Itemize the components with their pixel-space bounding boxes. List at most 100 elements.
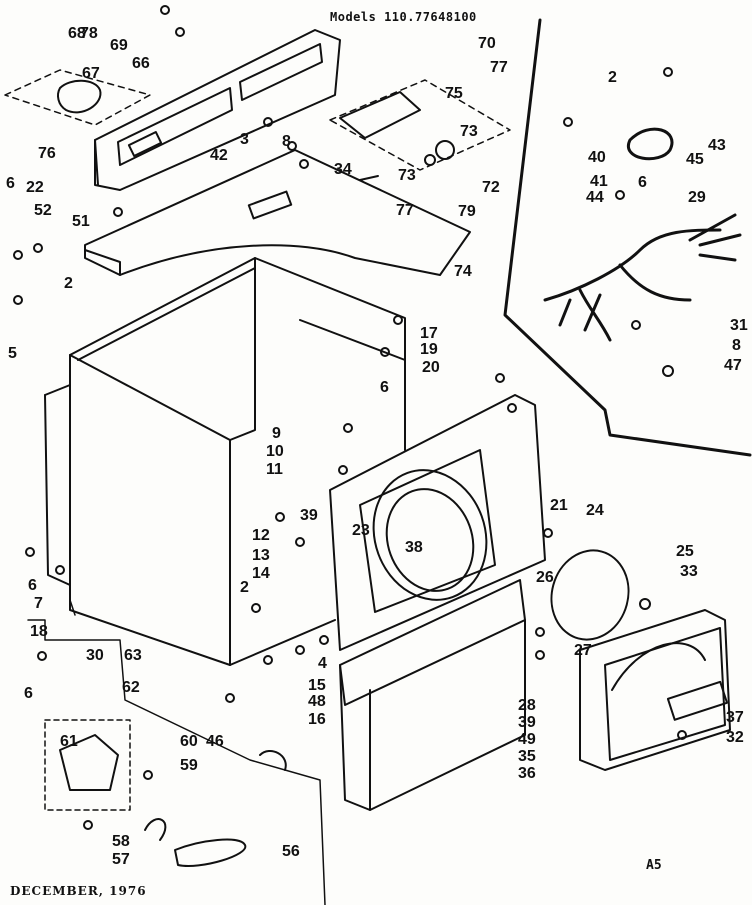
callout-22: 22 (26, 179, 44, 196)
callout-19: 19 (420, 341, 438, 358)
callout-6d: 6 (24, 685, 33, 702)
callout-57: 57 (112, 851, 130, 868)
callout-18: 18 (30, 623, 48, 640)
callout-47: 47 (724, 357, 742, 374)
top-panel (84, 149, 471, 276)
callout-11: 11 (266, 461, 283, 478)
callout-39: 39 (300, 507, 318, 524)
callout-56: 56 (282, 843, 300, 860)
callout-38: 38 (405, 539, 423, 556)
callout-24: 24 (586, 502, 604, 519)
callout-32: 32 (726, 729, 744, 746)
callout-78: 78 (80, 25, 98, 42)
callout-34: 34 (334, 161, 352, 178)
callout-67: 67 (82, 65, 100, 82)
section-divider (503, 18, 752, 457)
wiring-harness (543, 127, 742, 342)
callout-numbers: 68 78 69 67 66 76 70 77 75 73 73 72 79 7… (6, 25, 748, 868)
callout-70: 70 (478, 35, 496, 52)
callout-3: 3 (240, 131, 249, 148)
motor-assembly (44, 719, 287, 867)
callout-33: 33 (680, 563, 698, 580)
callout-2c: 2 (608, 69, 617, 86)
callout-37: 37 (726, 709, 744, 726)
callout-43: 43 (708, 137, 726, 154)
callout-7: 7 (34, 595, 43, 612)
callout-23: 23 (352, 522, 370, 539)
callout-73: 73 (460, 123, 478, 140)
page-code: A5 (646, 858, 662, 873)
callout-63: 63 (124, 647, 142, 664)
callout-26: 26 (536, 569, 554, 586)
callout-48: 48 (308, 693, 326, 710)
callout-76: 76 (38, 145, 56, 162)
callout-46: 46 (206, 733, 224, 750)
callout-51: 51 (72, 213, 90, 230)
console-panel (94, 29, 341, 191)
callout-39b: 39 (518, 714, 536, 731)
callout-4: 4 (318, 655, 327, 672)
callout-9: 9 (272, 425, 281, 442)
callout-61: 61 (60, 733, 78, 750)
callout-35: 35 (518, 748, 536, 765)
callout-30: 30 (86, 647, 104, 664)
callout-52: 52 (34, 202, 52, 219)
callout-40: 40 (588, 149, 606, 166)
callout-14: 14 (252, 565, 270, 582)
callout-6c: 6 (28, 577, 37, 594)
callout-31: 31 (730, 317, 748, 334)
callout-77b: 77 (396, 202, 414, 219)
callout-72: 72 (482, 179, 500, 196)
callout-13: 13 (252, 547, 270, 564)
front-panel (329, 394, 546, 651)
callout-42: 42 (210, 147, 228, 164)
callout-5: 5 (8, 345, 17, 362)
callout-69: 69 (110, 37, 128, 54)
callout-75: 75 (445, 85, 463, 102)
door-assembly (550, 549, 731, 771)
callout-62: 62 (122, 679, 140, 696)
callout-45: 45 (686, 151, 704, 168)
callout-36: 36 (518, 765, 536, 782)
callout-60: 60 (180, 733, 198, 750)
callout-16: 16 (308, 711, 326, 728)
timer-assembly (57, 79, 455, 181)
callout-58: 58 (112, 833, 130, 850)
callout-6b: 6 (380, 379, 389, 396)
callout-12: 12 (252, 527, 270, 544)
model-number: Models 110.77648100 (330, 10, 477, 24)
callout-27: 27 (574, 642, 592, 659)
callout-6: 6 (6, 175, 15, 192)
control-group-outlines (4, 69, 511, 171)
publication-date: DECEMBER, 1976 (10, 884, 147, 898)
callout-21: 21 (550, 497, 568, 514)
callout-25: 25 (676, 543, 694, 560)
callout-15: 15 (308, 677, 326, 694)
cabinet (44, 257, 406, 666)
callout-28: 28 (518, 697, 536, 714)
callout-49: 49 (518, 731, 536, 748)
callout-20: 20 (422, 359, 440, 376)
callout-68: 68 (68, 25, 86, 42)
leader-lines (27, 599, 326, 905)
callout-6e: 6 (638, 174, 647, 191)
toe-panel (339, 579, 526, 811)
callout-10: 10 (266, 443, 284, 460)
callout-41: 41 (590, 173, 608, 190)
callout-77: 77 (490, 59, 508, 76)
callout-8b: 8 (732, 337, 741, 354)
callout-74: 74 (454, 263, 472, 280)
callout-73b: 73 (398, 167, 416, 184)
callout-44: 44 (586, 189, 604, 206)
callout-2: 2 (64, 275, 73, 292)
fastener-marks (13, 5, 687, 830)
callout-8: 8 (282, 133, 291, 150)
callout-29: 29 (688, 189, 706, 206)
callout-79: 79 (458, 203, 476, 220)
callout-59: 59 (180, 757, 198, 774)
callout-17: 17 (420, 325, 438, 342)
callout-2b: 2 (240, 579, 249, 596)
callout-66: 66 (132, 55, 150, 72)
